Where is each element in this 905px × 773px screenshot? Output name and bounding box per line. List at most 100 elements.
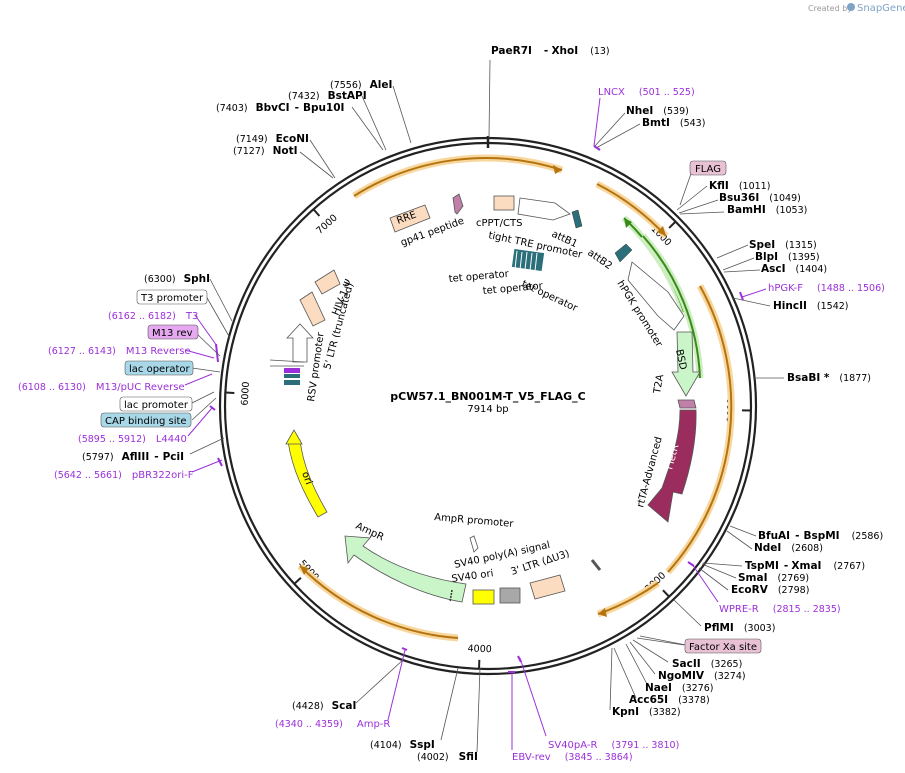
site-name: AscI: [761, 263, 786, 275]
site-pos: (1877): [839, 373, 871, 384]
site-bsu36i: Bsu36I (1049): [719, 192, 801, 204]
primer-range: (501 .. 525): [639, 87, 695, 98]
site-pos: (1049): [769, 193, 801, 204]
site-pflmi: PflMI(3003): [704, 622, 775, 634]
lac-feature-mark: [284, 368, 300, 373]
primer-leader: [187, 407, 213, 437]
cppt-label: cPPT/CTS: [476, 218, 522, 229]
site-name: KflI: [709, 180, 729, 192]
site-pos: (5797): [82, 452, 114, 463]
credit-text: Created by: [808, 4, 852, 13]
orange-feature-arcs: [297, 154, 735, 642]
site-pos: (2767): [833, 561, 865, 572]
factor-xa-box: [684, 638, 762, 654]
site-pos: (7149): [236, 134, 268, 145]
tick-mark: [662, 589, 670, 598]
orange-arrowhead: [598, 608, 607, 617]
site-pos: (1395): [788, 252, 820, 263]
site-name: BamHI: [727, 204, 766, 216]
green-arrowhead: [624, 218, 632, 228]
site-scai: (4428)ScaI: [292, 700, 356, 712]
site-pos: (7403): [216, 103, 248, 114]
flag-text: FLAG: [695, 164, 721, 175]
primer-range: (3791 .. 3810): [611, 740, 679, 751]
primer-name: SV40pA-R: [548, 740, 597, 751]
site-bstapi: (7432)BstAPI: [288, 90, 367, 102]
lac-feature-mark: [284, 374, 300, 378]
rre-feature: [389, 204, 431, 233]
site-pos: (3274): [714, 671, 746, 682]
orange-arrowhead: [300, 566, 309, 575]
orange-arc: [667, 285, 733, 573]
site-name: AleI: [370, 79, 393, 91]
site-paer7i: PaeR7I-XhoI(13): [491, 45, 610, 57]
site-leader: [701, 563, 737, 579]
hiv1-psi-feature: [314, 269, 341, 295]
site-pos: (1053): [776, 205, 808, 216]
ampr-promoter-label: AmpR promoter: [434, 512, 515, 530]
primer-name: WPRE-R: [719, 604, 759, 615]
tet-operator-divider: [534, 252, 538, 272]
site-leader: [299, 151, 334, 179]
site-blpi: BlpI(1395): [755, 251, 820, 263]
lac-operator-box: [124, 360, 194, 376]
site-pos: (13): [590, 46, 610, 57]
site-name-2: Bpu10I: [303, 102, 345, 114]
site-pos: (4104): [370, 740, 402, 751]
lac-feature-line: [269, 359, 305, 363]
site-leader: [309, 139, 336, 179]
site-name: SacII: [672, 658, 701, 670]
site-pos: (7432): [288, 91, 320, 102]
primer-leader: [593, 97, 601, 147]
site-dash: -: [795, 530, 799, 542]
snapgene-logo-icon: [847, 3, 855, 11]
site-sfii: (4002)SfiI: [417, 751, 478, 763]
lac-promoter-box: [119, 396, 193, 412]
tet-operator-divider: [524, 251, 528, 271]
bsd-label: BSD: [673, 348, 688, 371]
site-asci: AscI(1404): [761, 263, 827, 275]
site-name: NgoMIV: [658, 670, 705, 682]
site-name: NotI: [273, 145, 298, 157]
site-pos: (1315): [785, 240, 817, 251]
primer-range: (1488 .. 1506): [817, 283, 885, 294]
site-nhei: NheI(539): [626, 105, 689, 117]
primer-leader: [741, 288, 767, 298]
site-name: TspMI: [745, 560, 779, 572]
tick-label: 7000: [314, 212, 339, 236]
plasmid-length: 7914 bp: [467, 404, 508, 415]
site-bbvci: (7403)BbvCI-Bpu10I: [216, 102, 344, 114]
t2a-feature: [677, 399, 697, 409]
site-name-2: XhoI: [551, 45, 578, 57]
attb1-feature: [571, 209, 583, 229]
site-leader: [440, 667, 459, 741]
boxed-labels: FLAG Factor Xa site T3 promoter M13 rev …: [100, 160, 762, 654]
site-name-2: PciI: [163, 451, 184, 463]
site-ngomiv: NgoMIV (3274): [658, 670, 746, 682]
site-leader: [625, 643, 649, 687]
site-name: NheI: [626, 105, 653, 117]
site-hincii: HincII(1542): [773, 300, 849, 312]
site-pos: (4002): [417, 752, 449, 763]
feature-leader: [191, 397, 217, 421]
site-dash: -: [784, 560, 788, 572]
sv40-ori-feature: [472, 589, 495, 605]
site-leader: [351, 106, 384, 151]
site-name: Bsu36I: [719, 192, 759, 204]
gp41-feature: [452, 193, 464, 215]
site-name: SspI: [410, 739, 435, 751]
site-acc65i: Acc65I(3378): [629, 694, 710, 706]
site-leader: [716, 244, 749, 259]
site-pos: (2586): [852, 531, 884, 542]
primer-name: hPGK-F: [768, 283, 803, 294]
site-sphi: (6300)SphI: [144, 273, 210, 285]
wpre-feature: [590, 559, 602, 571]
orange-arc: [353, 157, 563, 197]
site-leader: [488, 59, 491, 139]
primer-amp-r: (4340 .. 4359)Amp-R: [275, 719, 390, 730]
primer-leader: [691, 563, 719, 603]
site-leader: [723, 269, 761, 273]
tick-label: 6000: [240, 381, 252, 406]
t3-promoter-box: [136, 289, 208, 305]
